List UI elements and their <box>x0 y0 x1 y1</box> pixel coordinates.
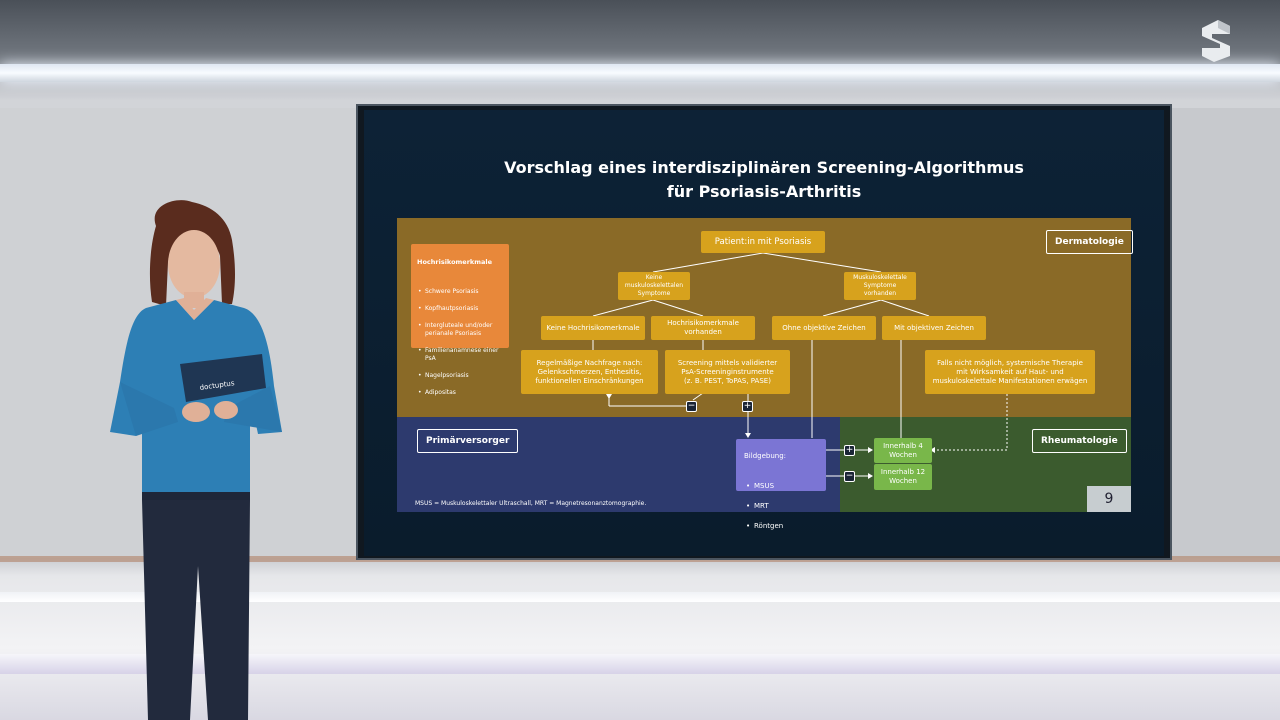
risk-factor-item: Familienanamnese einer PsA <box>418 347 503 363</box>
risk-factor-item: Schwere Psoriasis <box>418 288 503 296</box>
plus-sign-icon: + <box>742 401 753 412</box>
presenter: doctuptus <box>110 200 282 720</box>
bildgebung-content: Bildgebung: MSUS MRT Röntgen <box>744 443 786 550</box>
slide-title: Vorschlag eines interdisziplinären Scree… <box>364 156 1164 204</box>
slide-title-line-1: Vorschlag eines interdisziplinären Scree… <box>504 158 1024 177</box>
risk-factor-item: Nagelpsoriasis <box>418 372 503 380</box>
plus-sign-icon: + <box>844 445 855 456</box>
risk-factor-item: Kopfhautpsoriasis <box>418 305 503 313</box>
node-therapie: Falls nicht möglich, systemische Therapi… <box>925 350 1095 394</box>
risk-factors-content: Hochrisikomerkmale Schwere Psoriasis Kop… <box>417 249 503 415</box>
node-ohne-zeichen: Ohne objektive Zeichen <box>772 316 876 340</box>
risk-factors-box: Hochrisikomerkmale Schwere Psoriasis Kop… <box>411 244 509 397</box>
studio-floor-glow <box>0 654 1280 674</box>
slide: Vorschlag eines interdisziplinären Scree… <box>364 110 1164 556</box>
ceiling-light-strip <box>0 64 1280 82</box>
presentation-screen: Vorschlag eines interdisziplinären Scree… <box>356 104 1172 560</box>
node-innerhalb-4-wochen: Innerhalb 4 Wochen <box>874 438 932 463</box>
studio-floor-light <box>0 592 1280 602</box>
zone-label-dermatologie: Dermatologie <box>1046 230 1133 254</box>
zone-label-primaerversorger: Primärversorger <box>417 429 519 453</box>
node-innerhalb-12-wochen: Innerhalb 12 Wochen <box>874 464 932 490</box>
minus-sign-icon: − <box>686 401 697 412</box>
screening-algorithm-diagram: Dermatologie Primärversorger Rheumatolog… <box>397 218 1133 532</box>
minus-sign-icon: − <box>844 471 855 482</box>
slide-title-line-2: für Psoriasis-Arthritis <box>666 182 862 201</box>
node-mit-zeichen: Mit objektiven Zeichen <box>882 316 986 340</box>
node-symptome-vorhanden: Muskuloskelettale Symptome vorhanden <box>844 272 916 300</box>
bildgebung-list: MSUS MRT Röntgen <box>744 472 786 541</box>
node-keine-symptome: Keine muskuloskelettalen Symptome <box>618 272 690 300</box>
bildgebung-item: MRT <box>746 501 786 512</box>
bildgebung-title: Bildgebung: <box>744 452 787 460</box>
node-keine-hochrisiko: Keine Hochrisikomerkmale <box>541 316 645 340</box>
node-hochrisiko-vorhanden: Hochrisikomerkmale vorhanden <box>651 316 755 340</box>
bildgebung-item: Röntgen <box>746 521 786 532</box>
risk-factor-item: Intergluteale und/oder perianale Psorias… <box>418 322 503 338</box>
node-bildgebung: Bildgebung: MSUS MRT Röntgen <box>736 439 826 532</box>
risk-factors-heading: Hochrisikomerkmale <box>417 258 493 266</box>
node-nachfrage: Regelmäßige Nachfrage nach: Gelenkschmer… <box>521 350 658 394</box>
slide-footnote: MSUS = Muskuloskelettaler Ultraschall, M… <box>415 500 647 507</box>
node-patient: Patient:in mit Psoriasis <box>701 231 825 253</box>
channel-logo-icon <box>1202 20 1230 62</box>
slide-page-number: 9 <box>1087 486 1131 512</box>
studio-wall-right <box>1166 108 1280 558</box>
risk-factor-item: Adipositas <box>418 389 503 397</box>
node-screening: Screening mittels validierter PsA-Screen… <box>665 350 790 394</box>
bildgebung-item: MSUS <box>746 481 786 492</box>
zone-label-rheumatologie: Rheumatologie <box>1032 429 1127 453</box>
risk-factors-list: Schwere Psoriasis Kopfhautpsoriasis Inte… <box>417 279 503 406</box>
